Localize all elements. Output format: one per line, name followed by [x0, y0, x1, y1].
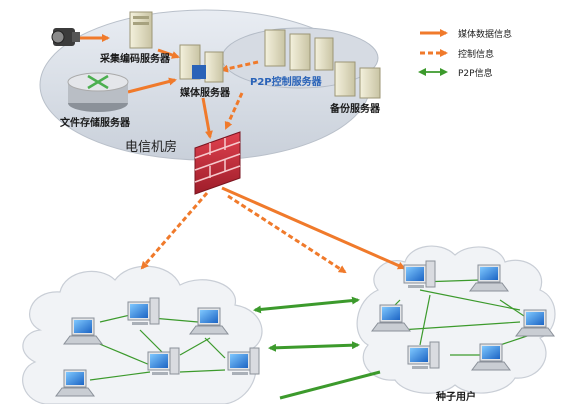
legend-p2p: P2P信息 [458, 69, 493, 79]
encoding-server-icon [129, 11, 153, 49]
desktop-pc-icon [147, 347, 180, 375]
firewall-icon [194, 131, 241, 195]
seed-users-label: 种子用户 [436, 392, 476, 403]
backup-server-icon [334, 61, 381, 99]
user-computers-left [55, 297, 260, 397]
desktop-pc-icon [227, 347, 260, 375]
control-links [140, 60, 347, 274]
laptop-icon [471, 343, 511, 371]
camera-icon [51, 28, 80, 46]
legend-media-data: 媒体数据信息 [458, 30, 513, 40]
p2p-control-server-label: P2P控制服务器 [250, 77, 322, 88]
storage-disk-icon [67, 72, 129, 112]
p2p-links-between [253, 296, 381, 400]
laptop-icon [63, 317, 103, 345]
media-server-label: 媒体服务器 [180, 88, 230, 99]
laptop-icon [469, 264, 509, 292]
media-server-icon [179, 44, 224, 83]
telecom-room-label: 电信机房 [125, 140, 178, 155]
desktop-pc-icon [403, 260, 436, 288]
laptop-icon [55, 369, 95, 397]
user-computers-right [371, 260, 555, 371]
media-data-links [80, 34, 406, 270]
encoding-server-label: 采集编码服务器 [100, 54, 170, 65]
legend [418, 29, 448, 76]
laptop-icon [371, 304, 411, 332]
desktop-pc-icon [127, 297, 160, 325]
legend-control: 控制信息 [458, 50, 495, 60]
laptop-icon [515, 309, 555, 337]
backup-server-label: 备份服务器 [330, 104, 380, 115]
p2p-control-server-icon [264, 29, 334, 71]
file-storage-server-label: 文件存储服务器 [60, 118, 130, 129]
user-cloud-left [22, 265, 263, 404]
desktop-pc-icon [407, 341, 440, 369]
laptop-icon [189, 307, 229, 335]
